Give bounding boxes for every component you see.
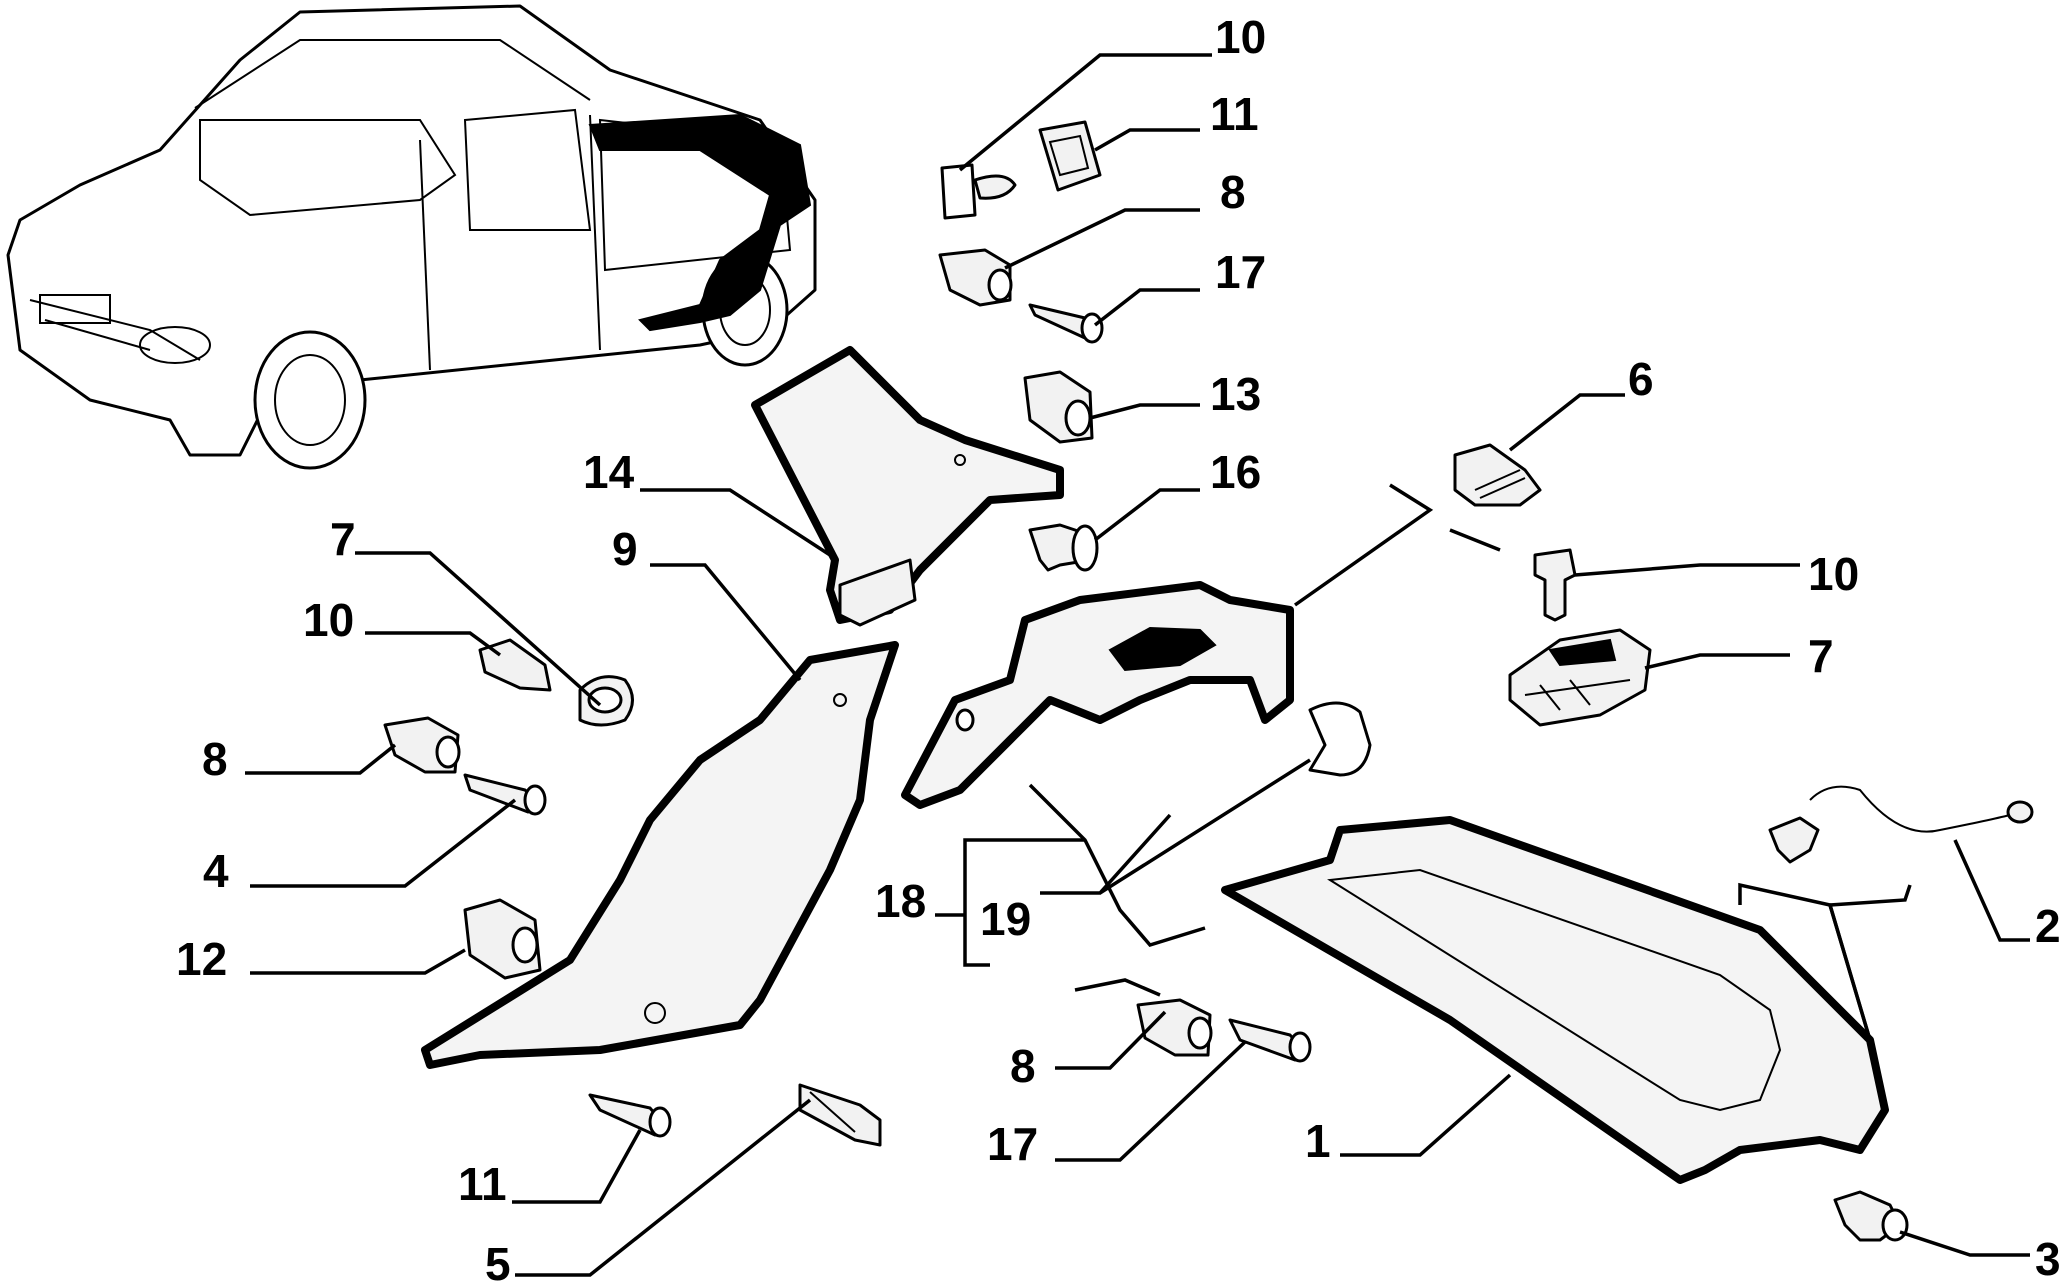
callout-13: 14	[583, 446, 635, 498]
guide-lines	[1028, 483, 1912, 1041]
part-9-side-panel	[421, 641, 899, 1069]
part-10-bolt-right	[1533, 548, 1577, 622]
callout-10-right: 10	[1808, 548, 1859, 600]
part-16-pin	[1028, 523, 1099, 572]
callout-18: 18	[875, 875, 926, 927]
callout-19: 19	[980, 893, 1031, 945]
leader-lines	[245, 53, 2030, 1277]
part-2-cable	[1768, 785, 2034, 864]
callout-12-top: 13	[1210, 368, 1261, 420]
callout-4: 4	[203, 845, 229, 897]
callout-8-top: 8	[1220, 166, 1246, 218]
callout-15: 11	[1210, 88, 1259, 140]
part-4-screw	[463, 773, 547, 816]
callout-10-left: 10	[303, 594, 354, 646]
callout-7-right: 7	[1808, 630, 1834, 682]
callout-9: 9	[612, 523, 638, 575]
callout-2: 2	[2035, 900, 2061, 952]
part-6-bracket	[1453, 443, 1542, 507]
part-18-trim-upper	[901, 581, 1294, 809]
part-14-clip	[940, 163, 1017, 220]
part-8-clip-bottom	[1136, 998, 1213, 1057]
part-17-screw-bottom	[1228, 1018, 1312, 1063]
part-7-bracket-right	[1508, 628, 1652, 727]
part-7-grommet-left	[578, 675, 634, 727]
callout-7-left: 7	[330, 513, 356, 565]
callout-17-top: 17	[1215, 246, 1266, 298]
part-3-pin	[1833, 1190, 1909, 1242]
part-8-clip-left	[383, 716, 461, 774]
callout-1: 1	[1305, 1115, 1331, 1167]
callout-12-left: 12	[176, 933, 227, 985]
part-1-parcel-shelf	[1221, 816, 1889, 1184]
part-8-clip-top	[938, 248, 1013, 307]
part-17-screw-top	[1028, 303, 1104, 344]
callout-11: 11	[458, 1158, 507, 1210]
part-13-pillar-trim	[751, 346, 1064, 627]
part-11-screw	[588, 1093, 672, 1138]
callout-6: 6	[1628, 353, 1654, 405]
part-19-cap	[1308, 701, 1372, 777]
part-5-fastener	[798, 1083, 882, 1147]
callout-3: 3	[2035, 1233, 2061, 1285]
car-overview-illustration	[6, 4, 817, 470]
callout-5: 5	[485, 1238, 511, 1285]
callout-14: 10	[1215, 11, 1266, 63]
part-12-clip-top	[1023, 370, 1094, 444]
callout-8-bottom: 8	[1010, 1040, 1036, 1092]
callout-17-bottom: 17	[987, 1118, 1038, 1170]
part-12-clip-left	[463, 898, 542, 980]
part-15-grommet	[1038, 120, 1102, 192]
callout-16: 16	[1210, 446, 1261, 498]
callout-labels: 10 11 8 17 13 16 14 9 7 10 8 4 12 11 5 1…	[176, 11, 2061, 1285]
callout-8-left: 8	[202, 733, 228, 785]
